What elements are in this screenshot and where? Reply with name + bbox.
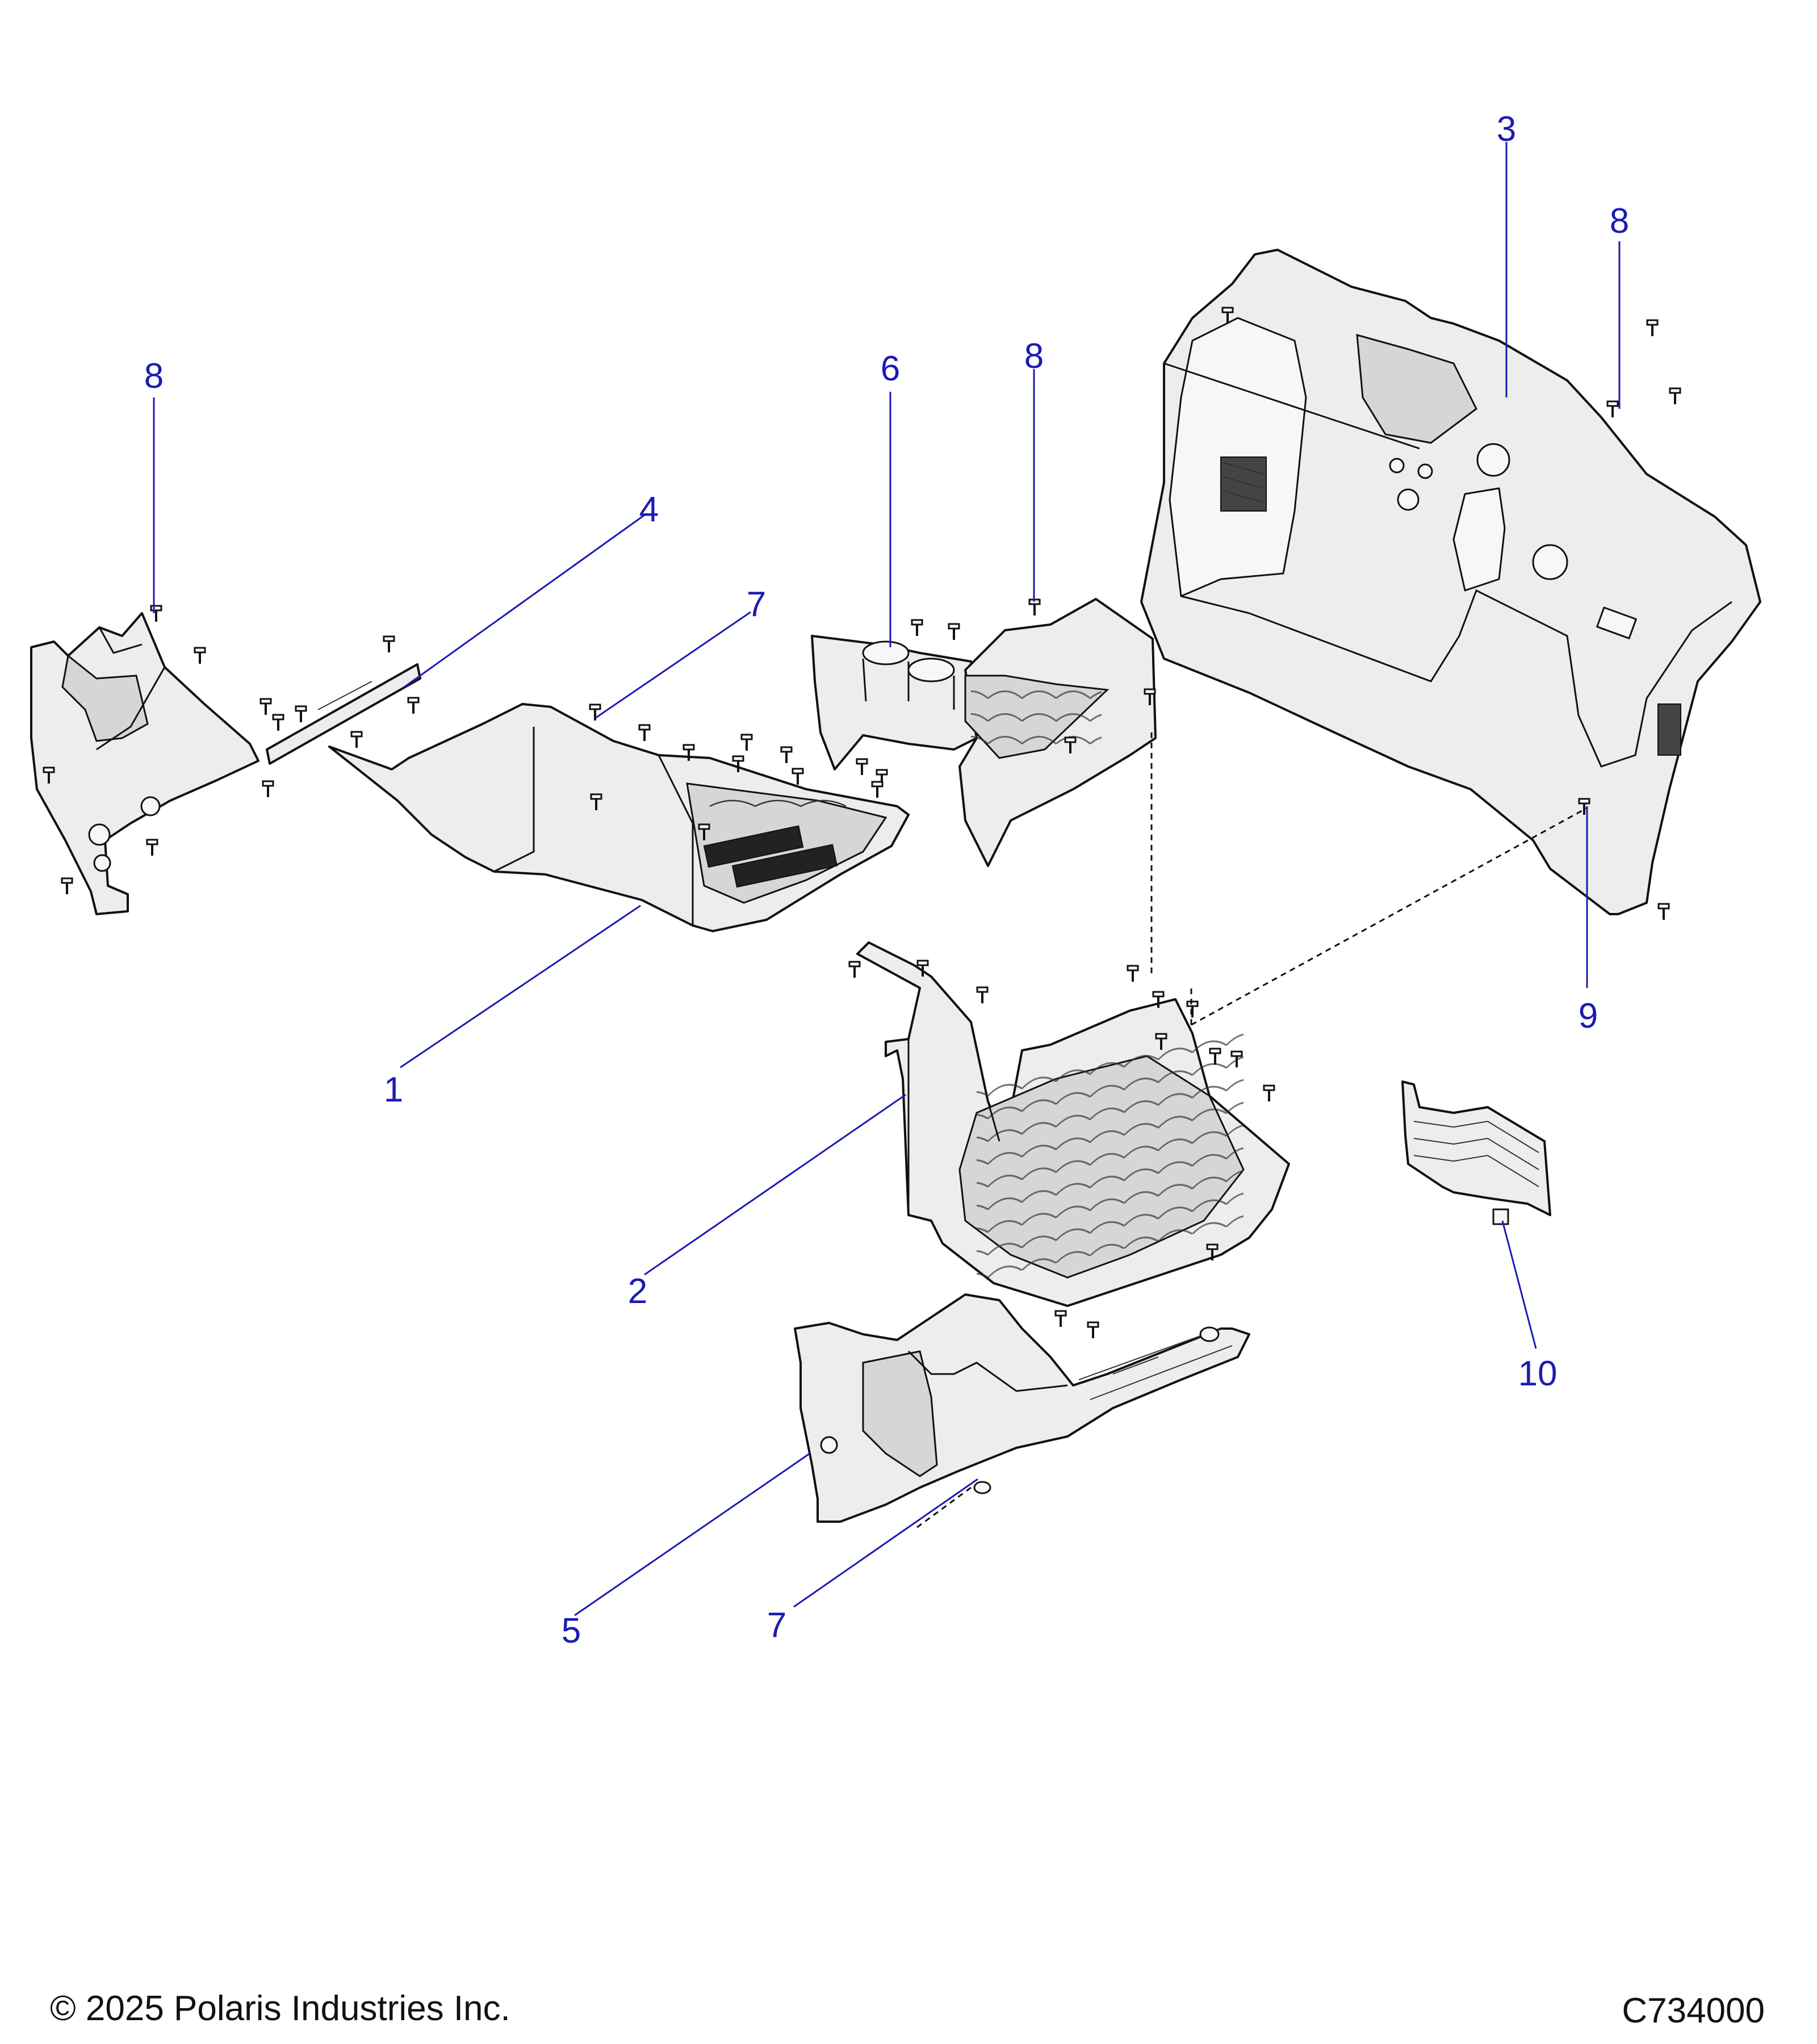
callout-8-left: 8: [144, 357, 164, 396]
leader-lines: [153, 142, 1621, 1616]
part-3-rear-bulkhead: [1140, 249, 1761, 915]
callout-10: 10: [1518, 1354, 1558, 1393]
callout-8-center: 8: [1024, 337, 1044, 376]
callout-5: 5: [562, 1611, 581, 1651]
callout-labels: 1 2 3 4 5 6 7 7 8 8 8 8 9 10: [144, 110, 1629, 1651]
callout-7-top: 7: [747, 585, 766, 624]
drawing-number: C734000: [1622, 1991, 1765, 2030]
part-2-right-floor: [856, 941, 1290, 1307]
callout-4: 4: [639, 490, 659, 529]
part-5-right-kick-panel: [794, 1293, 1250, 1523]
callout-9: 9: [1579, 996, 1598, 1036]
callout-3: 3: [1497, 110, 1516, 149]
callout-8-right: 8: [1610, 202, 1629, 241]
part-10-bracket: [1401, 1080, 1551, 1225]
assembly-lines: [916, 732, 1588, 1528]
part-4-left-kick-panel: [30, 612, 421, 915]
part-6-center-console: [811, 598, 1157, 867]
part-1-left-floor: [328, 703, 910, 932]
callout-7-bottom: 7: [767, 1606, 786, 1645]
callout-6: 6: [881, 349, 900, 388]
copyright-notice: © 2025 Polaris Industries Inc.: [50, 1989, 510, 2028]
callout-2: 2: [628, 1272, 647, 1311]
callout-1: 1: [384, 1070, 403, 1109]
